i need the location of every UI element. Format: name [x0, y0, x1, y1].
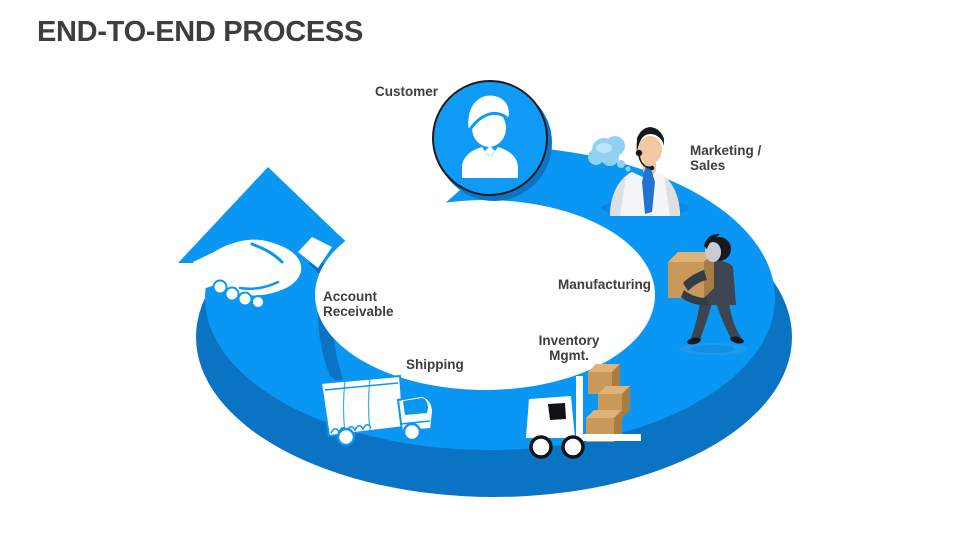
label-shipping: Shipping	[406, 357, 464, 372]
carried-box	[668, 252, 714, 298]
thought-bubble-icon	[588, 136, 631, 172]
handshake-icon	[193, 237, 332, 309]
customer-person-icon	[462, 92, 518, 178]
label-manufacturing: Manufacturing	[558, 277, 651, 292]
arrow-head	[178, 167, 368, 263]
delivery-truck-icon	[319, 374, 435, 447]
inventory-boxes	[586, 364, 630, 442]
ring-hole	[315, 200, 655, 390]
worker-carrying-box-icon	[668, 233, 747, 355]
support-agent-icon	[588, 127, 689, 216]
label-account-receivable: Account Receivable	[323, 289, 394, 319]
forklift-with-boxes-icon	[526, 364, 641, 459]
page-title: END-TO-END PROCESS	[37, 16, 363, 48]
label-marketing-sales: Marketing / Sales	[690, 143, 762, 173]
label-inventory-mgmt: Inventory Mgmt.	[538, 333, 600, 363]
label-customer: Customer	[374, 84, 438, 99]
